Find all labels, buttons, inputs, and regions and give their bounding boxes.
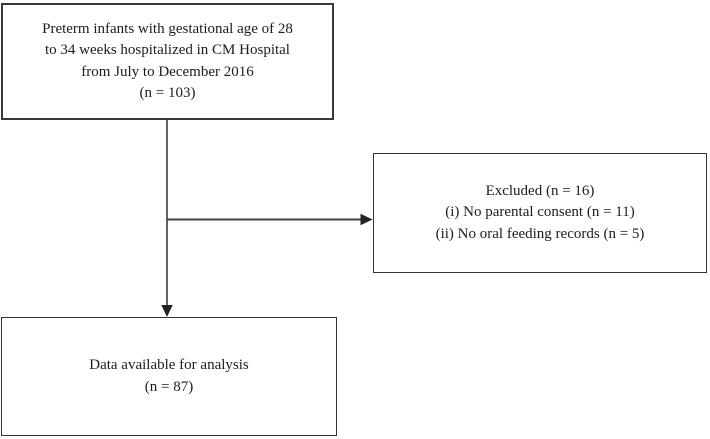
excluded-reason-2: (ii) No oral feeding records (n = 5) bbox=[435, 225, 645, 242]
population-count: (n = 103) bbox=[139, 85, 196, 101]
excluded-heading: Excluded (n = 16) bbox=[485, 182, 595, 199]
excluded-reason-1: (i) No parental consent (n = 11) bbox=[445, 204, 635, 221]
population-line-1: Preterm infants with gestational age of … bbox=[42, 20, 293, 37]
arrowhead-down-icon bbox=[161, 305, 173, 317]
arrow-right-to-excluded bbox=[167, 213, 373, 226]
box-analysis: Data available for analysis (n = 87) bbox=[1, 317, 337, 436]
population-line-3: from July to December 2016 bbox=[81, 63, 254, 80]
box-excluded: Excluded (n = 16) (i) No parental consen… bbox=[373, 153, 707, 273]
analysis-count: (n = 87) bbox=[144, 378, 194, 395]
analysis-line-1: Data available for analysis bbox=[89, 357, 249, 373]
population-line-2: to 34 weeks hospitalized in CM Hospital bbox=[45, 42, 290, 58]
arrow-down-population-to-analysis bbox=[161, 120, 173, 317]
box-population: Preterm infants with gestational age of … bbox=[1, 3, 334, 120]
arrowhead-right-icon bbox=[360, 213, 373, 226]
